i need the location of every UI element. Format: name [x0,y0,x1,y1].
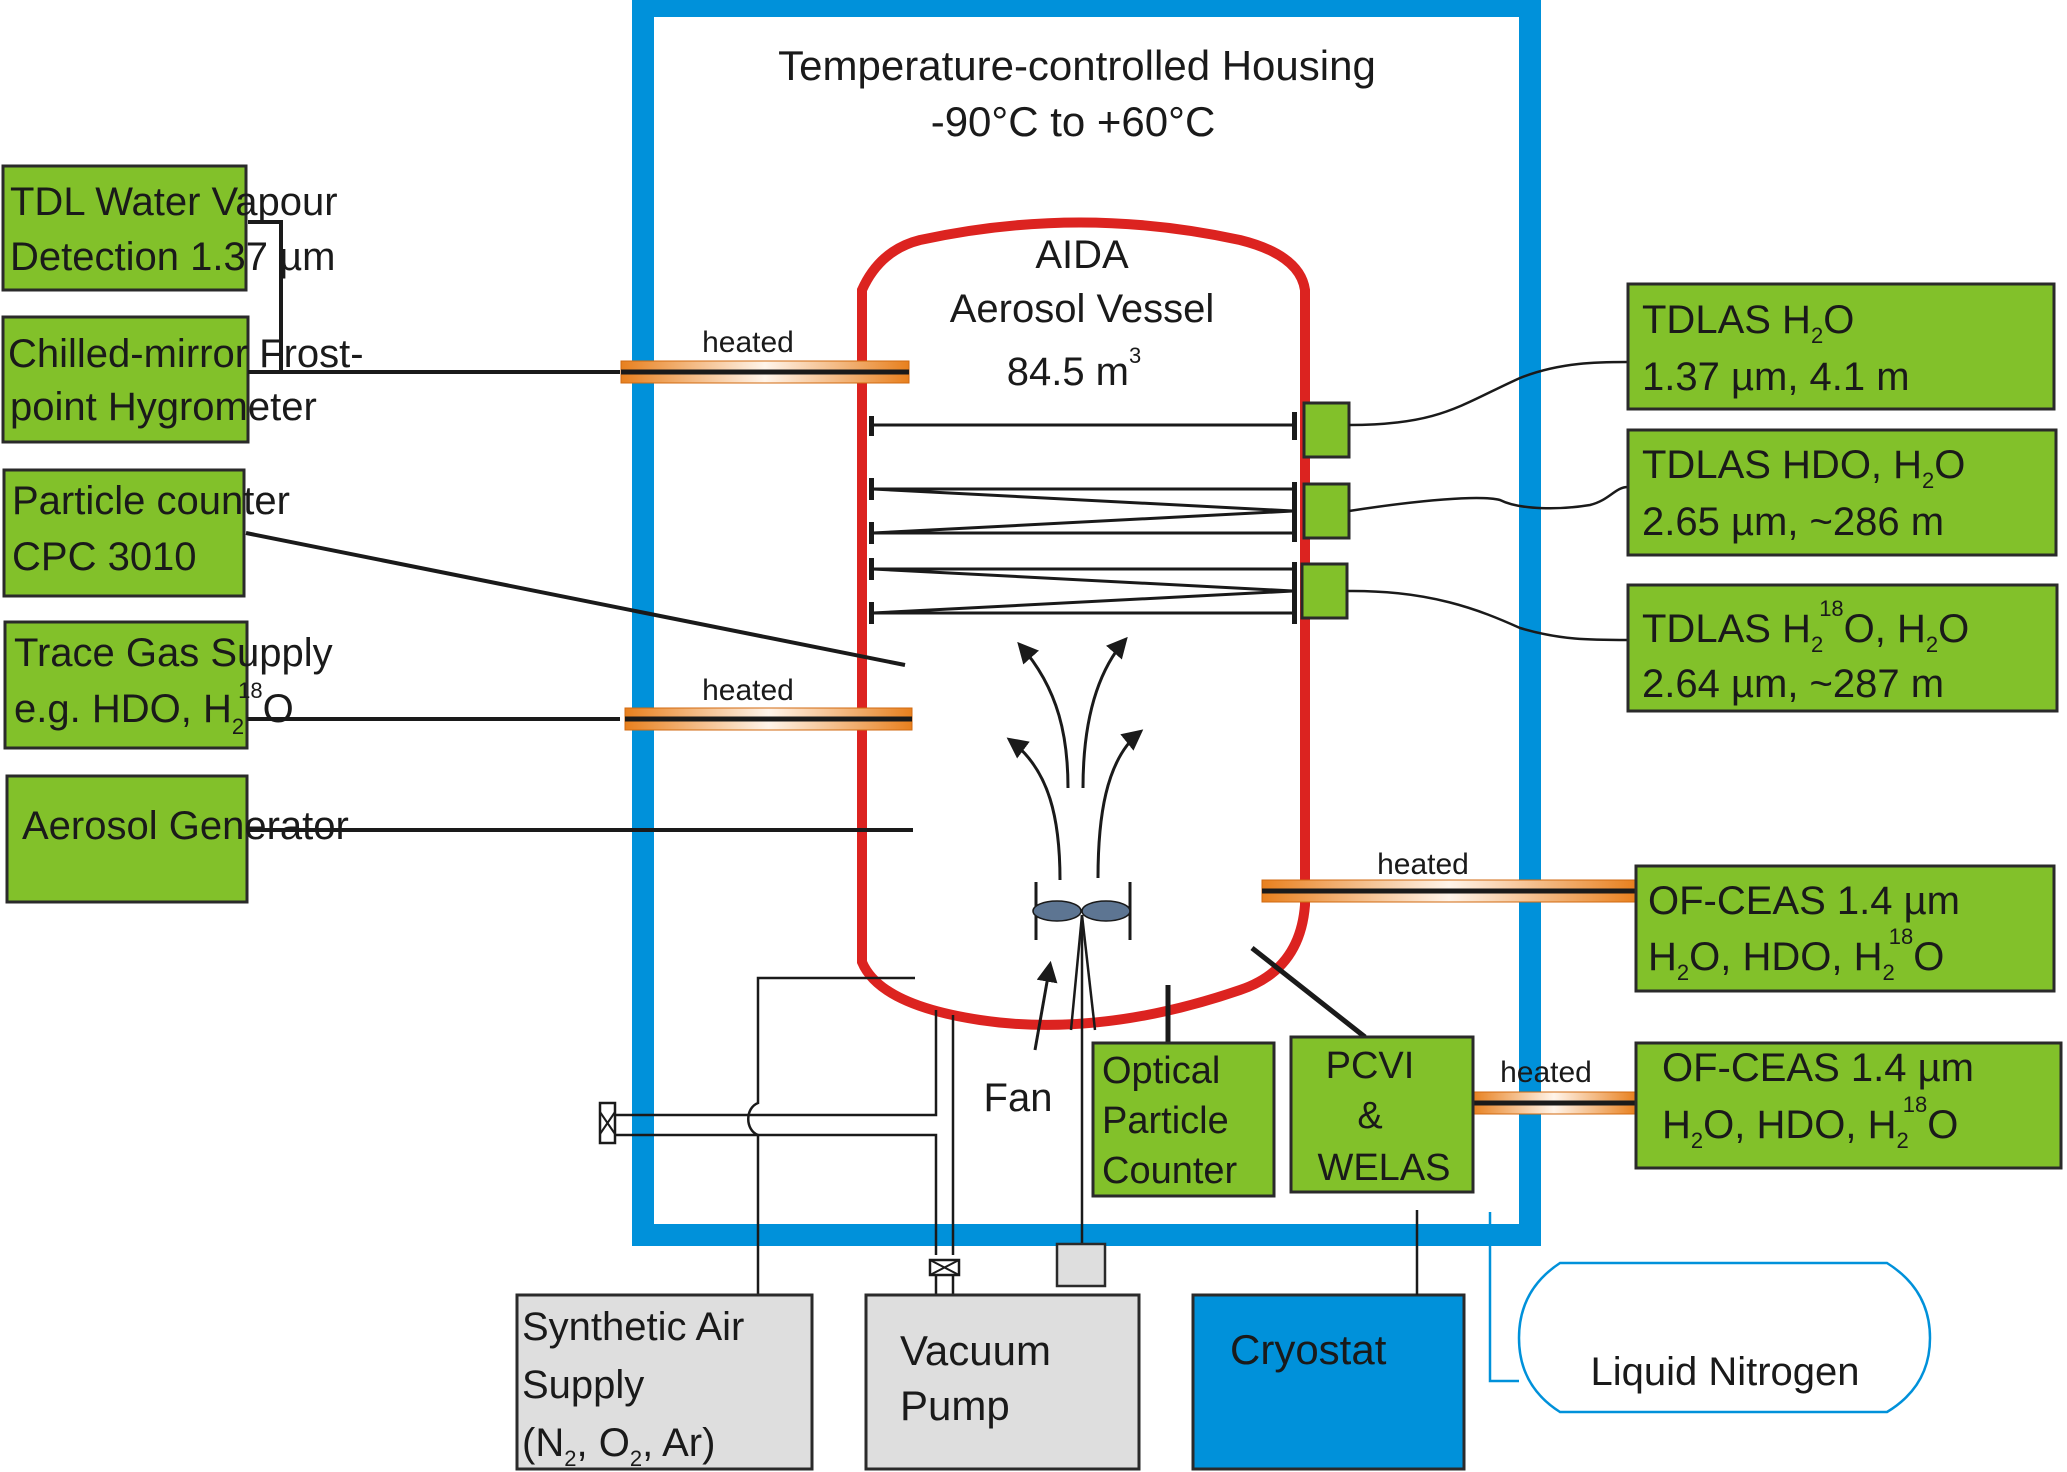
heated-label: heated [1500,1056,1592,1089]
vacuum-pump[interactable]: Vacuum Pump [864,1293,1141,1471]
svg-text:H2O, HDO, H218O: H2O, HDO, H218O [1662,1092,1958,1153]
right-instrument-tdlas-h218o[interactable]: TDLAS H218O, H2O 2.64 µm, ~287 m [1626,583,2059,713]
svg-text:TDLAS HDO, H2O: TDLAS HDO, H2O [1642,443,1965,493]
right-instrument-ofceas-2[interactable]: OF-CEAS 1.4 µm H2O, HDO, H218O [1634,1041,2063,1170]
connector-liquid-nitrogen [1488,1212,1519,1383]
svg-text:Synthetic Air: Synthetic Air [522,1305,744,1349]
tdlas-h2o-head [1302,401,1351,459]
optical-paths [869,412,1297,624]
svg-text:Particle counter: Particle counter [12,479,290,523]
svg-text:TDLAS H218O, H2O: TDLAS H218O, H2O [1642,596,1969,657]
valve-icon [598,1101,617,1145]
svg-text:CPC 3010: CPC 3010 [12,535,197,579]
valve-icon [928,1258,961,1277]
left-instrument-frost-point-hygrometer[interactable]: Chilled-mirror Frost- point Hygrometer [1,315,364,444]
fan-pointer-arrow [1033,960,1058,1051]
svg-text:Counter: Counter [1102,1150,1238,1192]
svg-text:TDLAS H2O: TDLAS H2O [1642,298,1854,348]
svg-text:1.37 µm, 4.1 m: 1.37 µm, 4.1 m [1642,355,1910,399]
left-instrument-particle-counter[interactable]: Particle counter CPC 3010 [2,468,290,598]
svg-text:2.64 µm, ~287 m: 2.64 µm, ~287 m [1642,662,1944,706]
fiber-tdlas-h218o [1346,589,1629,642]
heated-label: heated [1377,848,1469,881]
svg-text:Aerosol Generator: Aerosol Generator [22,804,349,848]
heated-label: heated [702,674,794,707]
left-instrument-aerosol-generator[interactable]: Aerosol Generator [5,774,349,904]
svg-text:Liquid Nitrogen: Liquid Nitrogen [1590,1350,1859,1394]
tdlas-h218o-head [1300,562,1349,620]
svg-text:Optical: Optical [1102,1050,1220,1092]
fan-blade [1081,900,1131,922]
temperature-controlled-housing: Temperature-controlled Housing -90°C to … [632,0,1541,1246]
aida-aerosol-vessel: AIDA Aerosol Vessel 84.5 m3 [857,217,1310,1030]
vessel-description: Aerosol Vessel [950,287,1215,331]
liquid-nitrogen[interactable]: Liquid Nitrogen [1517,1261,1932,1414]
svg-text:Cryostat: Cryostat [1230,1326,1387,1373]
synthetic-air-piping [598,976,961,1300]
heated-line-hygrometer: heated [620,326,910,384]
svg-text:point Hygrometer: point Hygrometer [10,385,317,429]
svg-text:PCVI: PCVI [1326,1045,1415,1087]
svg-text:2.65 µm, ~286 m: 2.65 µm, ~286 m [1642,500,1944,544]
optical-particle-counter[interactable]: Optical Particle Counter [1091,1041,1276,1198]
cryostat[interactable]: Cryostat [1191,1293,1466,1471]
tdlas-hdo-head [1302,482,1351,540]
svg-text:(N2, O2, Ar): (N2, O2, Ar) [522,1421,715,1471]
svg-text:e.g. HDO, H218O: e.g. HDO, H218O [14,678,294,739]
vessel-name: AIDA [1035,233,1129,277]
fan-label: Fan [984,1076,1053,1120]
svg-text:Particle: Particle [1102,1100,1229,1142]
right-instrument-tdlas-h2o[interactable]: TDLAS H2O 1.37 µm, 4.1 m [1626,282,2056,411]
svg-text:H2O, HDO, H218O: H2O, HDO, H218O [1648,924,1944,985]
synthetic-air-supply[interactable]: Synthetic Air Supply (N2, O2, Ar) [515,1293,814,1471]
pump-sensor-block [1055,1242,1107,1288]
connector-particle-counter [245,531,906,667]
housing-temperature-range: -90°C to +60°C [931,98,1216,145]
svg-text:Supply: Supply [522,1363,644,1407]
svg-text:&: & [1357,1095,1382,1137]
vessel-wall [857,217,1310,1030]
connector-tdl [248,220,283,372]
heated-line-ofceas-2: heated [1471,1056,1637,1115]
svg-text:Trace Gas Supply: Trace Gas Supply [14,631,333,675]
pcvi-welas[interactable]: PCVI & WELAS [1289,1035,1475,1194]
svg-text:TDL Water Vapour: TDL Water Vapour [10,180,338,224]
heated-line-ofceas-1: heated [1261,848,1637,903]
left-instrument-tdl-water-vapour[interactable]: TDL Water Vapour Detection 1.37 µm [1,164,338,292]
svg-text:OF-CEAS 1.4 µm: OF-CEAS 1.4 µm [1648,879,1960,923]
fan: Fan [984,636,1144,1255]
connector-pcvi [1250,946,1367,1039]
svg-text:WELAS: WELAS [1317,1147,1450,1189]
svg-text:Chilled-mirror Frost-: Chilled-mirror Frost- [8,332,364,376]
left-instrument-trace-gas-supply[interactable]: Trace Gas Supply e.g. HDO, H218O [3,620,333,750]
fiber-tdlas-hdo [1348,485,1629,513]
heated-label: heated [702,326,794,359]
vessel-volume: 84.5 m3 [1007,343,1142,394]
fan-blade [1032,900,1082,922]
right-instrument-ofceas-1[interactable]: OF-CEAS 1.4 µm H2O, HDO, H218O [1634,864,2056,993]
svg-text:OF-CEAS 1.4 µm: OF-CEAS 1.4 µm [1662,1046,1974,1090]
svg-text:Pump: Pump [900,1382,1010,1429]
heated-line-trace-gas: heated [624,674,913,731]
right-instrument-tdlas-hdo[interactable]: TDLAS HDO, H2O 2.65 µm, ~286 m [1626,428,2058,557]
housing-wall [632,0,1541,1246]
svg-text:Vacuum: Vacuum [900,1327,1051,1374]
housing-title: Temperature-controlled Housing [778,42,1376,89]
svg-text:Detection 1.37 µm: Detection 1.37 µm [10,235,335,279]
fiber-tdlas-h2o [1348,360,1629,427]
